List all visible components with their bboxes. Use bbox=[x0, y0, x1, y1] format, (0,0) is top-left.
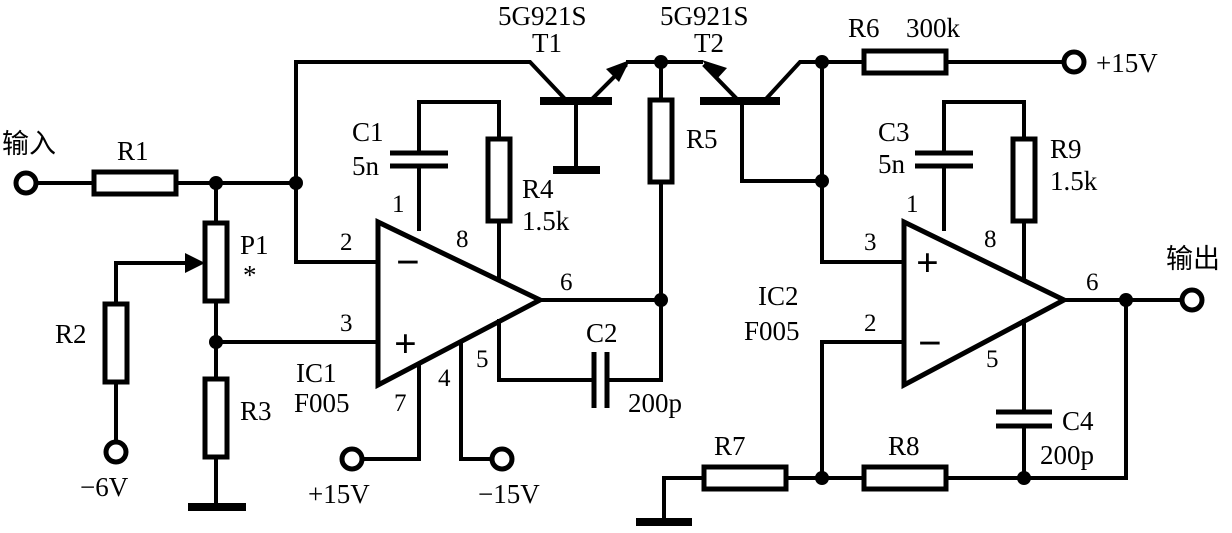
junction-r7-r8 bbox=[815, 471, 829, 485]
pos15v-top-label: +15V bbox=[1096, 48, 1158, 78]
t1-emitter-arrow bbox=[606, 60, 630, 82]
ic1-pin5: 5 bbox=[476, 346, 489, 373]
ic2-plus-sign: + bbox=[916, 240, 939, 285]
output-label: 输出 bbox=[1166, 244, 1220, 275]
ic1-minus-sign: − bbox=[396, 240, 420, 286]
p1-label: P1 bbox=[240, 230, 269, 260]
r5-label: R5 bbox=[686, 124, 718, 154]
pos15v-top-terminal bbox=[1061, 49, 1087, 75]
input-section: 输入 R1 bbox=[2, 129, 303, 197]
junction-c4-r8 bbox=[1017, 471, 1031, 485]
ic2-pin2: 2 bbox=[864, 310, 877, 337]
ic1-pos15v-terminal bbox=[339, 446, 365, 472]
ic1-pos15v-label: +15V bbox=[308, 479, 370, 509]
c2-value: 200p bbox=[628, 388, 682, 418]
resistor-r7 bbox=[701, 464, 789, 492]
resistor-r4 bbox=[485, 136, 513, 224]
p1-wiper-arrow bbox=[185, 253, 205, 273]
t1-type: 5G921S bbox=[498, 1, 587, 31]
c1-label: C1 bbox=[352, 117, 384, 147]
ic2-compensation: C3 5n R9 1.5k bbox=[878, 100, 1098, 281]
ic1-pin6: 6 bbox=[560, 269, 573, 296]
resistor-r2 bbox=[102, 301, 130, 385]
resistor-r9 bbox=[1010, 136, 1038, 224]
ic1-name: IC1 bbox=[296, 358, 337, 388]
ic2-name: IC2 bbox=[758, 281, 799, 311]
ic2-pin6: 6 bbox=[1086, 269, 1099, 296]
c3-value: 5n bbox=[878, 149, 906, 179]
r6-supply: R6 300k +15V bbox=[815, 13, 1158, 264]
transistor-pair: 5G921S T1 R5 5G921S T2 bbox=[294, 1, 866, 302]
ic1-neg15v-label: −15V bbox=[478, 479, 540, 509]
ic2: + − IC2 F005 3 2 1 8 6 输出 5 bbox=[744, 191, 1220, 480]
c2-label: C2 bbox=[586, 318, 618, 348]
ic2-minus-sign: − bbox=[918, 321, 942, 367]
ic2-pin1: 1 bbox=[906, 191, 919, 218]
ic1-pin1: 1 bbox=[392, 191, 405, 218]
c3-label: C3 bbox=[878, 117, 910, 147]
r7-label: R7 bbox=[714, 431, 746, 461]
p1-mark: * bbox=[243, 260, 257, 290]
r1-label: R1 bbox=[117, 136, 149, 166]
ic2-body bbox=[901, 218, 1070, 390]
ic2-part: F005 bbox=[744, 316, 800, 346]
input-label: 输入 bbox=[2, 129, 56, 160]
r6-value: 300k bbox=[906, 13, 961, 43]
r2-label: R2 bbox=[55, 319, 87, 349]
input-terminal bbox=[13, 170, 39, 196]
offset-network: P1 * R2 −6V R3 bbox=[55, 181, 272, 511]
resistor-r6 bbox=[861, 48, 949, 76]
ic1-neg15v-terminal bbox=[489, 446, 515, 472]
ic1-pin2: 2 bbox=[340, 229, 353, 256]
r6-label: R6 bbox=[848, 13, 880, 43]
ic2-pin8: 8 bbox=[984, 226, 997, 253]
ic2-pin5: 5 bbox=[986, 346, 999, 373]
t2-type: 5G921S bbox=[660, 1, 749, 31]
r9-value: 1.5k bbox=[1050, 166, 1098, 196]
output-terminal bbox=[1179, 287, 1205, 313]
r4-label: R4 bbox=[522, 174, 554, 204]
ic1: − + IC1 F005 2 3 1 8 6 7 +15V 4 −15V 5 bbox=[214, 181, 668, 509]
r9-label: R9 bbox=[1050, 134, 1082, 164]
ic1-plus-sign: + bbox=[394, 321, 417, 366]
c4-label: C4 bbox=[1062, 406, 1094, 436]
c4-value: 200p bbox=[1040, 440, 1094, 470]
c2-network: C2 200p bbox=[586, 298, 682, 418]
resistor-r5 bbox=[647, 97, 675, 185]
feedback-network: C4 200p R8 R7 bbox=[636, 298, 1128, 526]
ic1-compensation: C1 5n R4 1.5k bbox=[352, 100, 570, 281]
potentiometer-p1 bbox=[202, 220, 230, 304]
t1-name: T1 bbox=[532, 28, 562, 58]
r8-label: R8 bbox=[888, 431, 920, 461]
r3-label: R3 bbox=[240, 396, 272, 426]
ic1-pin4: 4 bbox=[438, 365, 451, 392]
t2-name: T2 bbox=[694, 28, 724, 58]
neg6v-terminal bbox=[103, 439, 129, 465]
c1-value: 5n bbox=[352, 151, 380, 181]
neg6v-label: −6V bbox=[80, 472, 129, 502]
ic1-pin8: 8 bbox=[456, 226, 469, 253]
resistor-r8 bbox=[861, 464, 949, 492]
t2-emitter-arrow bbox=[702, 60, 727, 80]
resistor-r1 bbox=[91, 169, 179, 197]
ic2-pin3: 3 bbox=[864, 229, 877, 256]
ic1-pin3: 3 bbox=[340, 310, 353, 337]
resistor-r3 bbox=[202, 376, 230, 460]
ic1-part: F005 bbox=[294, 388, 350, 418]
ic1-pin7: 7 bbox=[394, 390, 407, 417]
junction-ic2-plus bbox=[815, 174, 829, 188]
r4-value: 1.5k bbox=[522, 206, 570, 236]
